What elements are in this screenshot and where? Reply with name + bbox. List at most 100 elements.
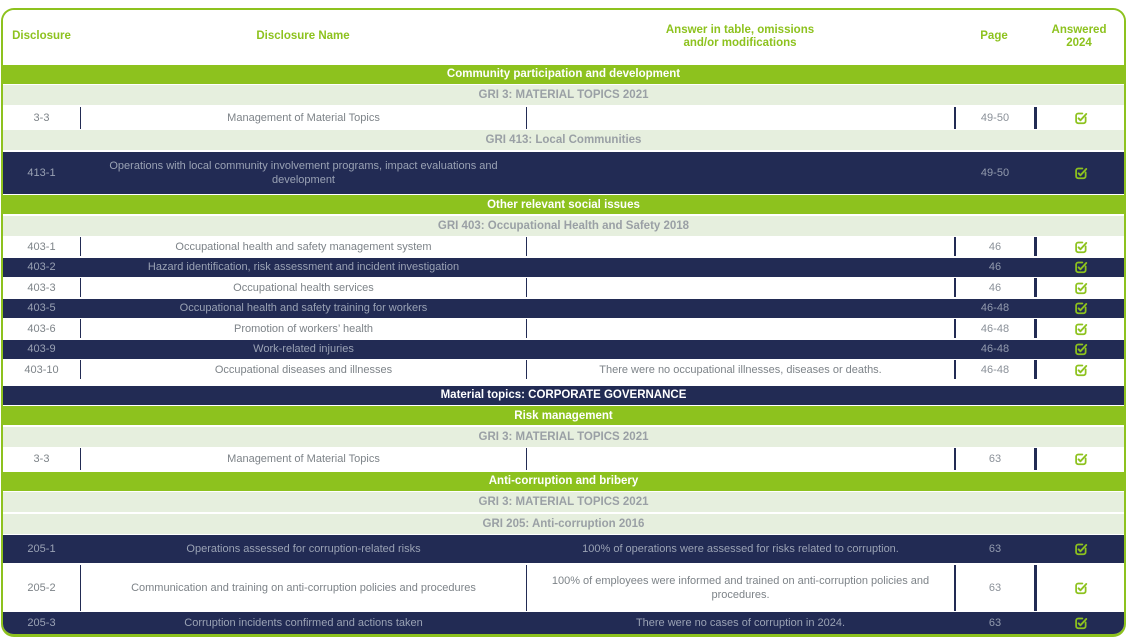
answer-cell — [526, 237, 954, 256]
column-header-answered-2024: Answered 2024 — [1051, 23, 1107, 49]
disclosure-name-cell: Occupational health and safety training … — [80, 298, 526, 318]
answer-cell: 100% of employees were informed and trai… — [526, 564, 954, 611]
checkbox-checked-icon — [1074, 543, 1087, 556]
disclosure-name-cell: Hazard identification, risk assessment a… — [80, 257, 526, 277]
disclosure-cell: 403-2 — [27, 261, 56, 273]
disclosure-cell: 403-6 — [27, 322, 56, 335]
table-row: 403-1 Occupational health and safety mana… — [3, 237, 1124, 256]
answered-cell — [1034, 151, 1124, 194]
answered-cell — [1034, 612, 1124, 634]
disclosure-cell: 205-3 — [27, 617, 56, 629]
section-band-light: GRI 403: Occupational Health and Safety … — [3, 215, 1124, 236]
gri-index-table: Disclosure Disclosure Name Answer in tab… — [1, 8, 1126, 637]
table-row: 413-1 Operations with local community inv… — [3, 151, 1124, 194]
checkbox-checked-icon — [1074, 364, 1087, 376]
answer-cell: 100% of operations were assessed for ris… — [526, 535, 954, 563]
column-header-page: Page — [980, 30, 1008, 42]
answered-cell — [1034, 257, 1124, 277]
disclosure-name-cell: Operations assessed for corruption-relat… — [80, 535, 526, 563]
page-cell: 63 — [954, 564, 1034, 611]
checkbox-checked-icon — [1074, 343, 1087, 356]
answer-cell: There were no occupational illnesses, di… — [526, 360, 954, 379]
disclosure-cell: 3-3 — [33, 453, 50, 465]
section-band-green: Risk management — [3, 406, 1124, 425]
table-row: 205-3 Corruption incidents confirmed and … — [3, 612, 1124, 634]
disclosure-cell: 403-9 — [27, 343, 56, 355]
answer-cell — [526, 278, 954, 297]
disclosure-name-cell: Work-related injuries — [80, 339, 526, 359]
answered-cell — [1034, 339, 1124, 359]
table-row: 403-3 Occupational health services 46 — [3, 278, 1124, 297]
page-cell: 49-50 — [954, 151, 1034, 194]
checkbox-checked-icon — [1074, 582, 1087, 594]
answer-cell — [526, 257, 954, 277]
checkbox-checked-icon — [1074, 302, 1087, 315]
answered-cell — [1034, 564, 1124, 611]
answered-cell — [1034, 237, 1124, 256]
page-cell: 49-50 — [954, 106, 1034, 129]
disclosure-name-cell: Management of Material Topics — [80, 106, 526, 129]
answered-cell — [1034, 106, 1124, 129]
disclosure-cell: 205-2 — [27, 581, 56, 594]
answer-cell — [526, 298, 954, 318]
table-row: 3-3 Management of Material Topics 49-50 — [3, 106, 1124, 129]
answered-cell — [1034, 319, 1124, 338]
section-band-green: Other relevant social issues — [3, 195, 1124, 214]
column-header-disclosure: Disclosure — [12, 30, 71, 42]
column-header-disclosure-name: Disclosure Name — [256, 30, 350, 42]
section-band-light: GRI 205: Anti-corruption 2016 — [3, 513, 1124, 534]
column-header-answer: Answer in table, omissions and/or modifi… — [665, 23, 815, 49]
section-band-light: GRI 3: MATERIAL TOPICS 2021 — [3, 426, 1124, 447]
table-row: 403-10 Occupational diseases and illnesse… — [3, 360, 1124, 379]
disclosure-name-cell: Occupational diseases and illnesses — [80, 360, 526, 379]
disclosure-name-cell: Operations with local community involvem… — [80, 151, 526, 194]
page-cell: 46-48 — [954, 319, 1034, 338]
disclosure-name-cell: Promotion of workers’ health — [80, 319, 526, 338]
disclosure-name-cell: Occupational health and safety managemen… — [80, 237, 526, 256]
section-band-navy: Material topics: CORPORATE GOVERNANCE — [3, 385, 1124, 405]
disclosure-cell: 403-3 — [27, 281, 56, 294]
answer-cell — [526, 319, 954, 338]
answer-cell — [526, 448, 954, 470]
answer-cell: There were no cases of corruption in 202… — [526, 612, 954, 634]
answered-cell — [1034, 360, 1124, 379]
checkbox-checked-icon — [1074, 167, 1087, 179]
checkbox-checked-icon — [1074, 323, 1087, 335]
table-header-row: Disclosure Disclosure Name Answer in tab… — [3, 10, 1124, 63]
disclosure-cell: 205-1 — [27, 543, 56, 555]
page-cell: 46 — [954, 278, 1034, 297]
page-cell: 46-48 — [954, 360, 1034, 379]
table-row: 403-6 Promotion of workers’ health 46-48 — [3, 319, 1124, 338]
section-band-green: Anti-corruption and bribery — [3, 471, 1124, 491]
page-cell: 63 — [954, 535, 1034, 563]
section-band-green: Community participation and development — [3, 64, 1124, 84]
section-band-light: GRI 413: Local Communities — [3, 130, 1124, 150]
section-band-light: GRI 3: MATERIAL TOPICS 2021 — [3, 85, 1124, 105]
answer-cell — [526, 106, 954, 129]
checkbox-checked-icon — [1074, 261, 1087, 274]
answered-cell — [1034, 278, 1124, 297]
table-row: 3-3 Management of Material Topics 63 — [3, 448, 1124, 470]
table-row: 403-5 Occupational health and safety trai… — [3, 298, 1124, 318]
page-cell: 63 — [954, 448, 1034, 470]
disclosure-cell: 403-1 — [27, 240, 56, 253]
page-cell: 46 — [954, 257, 1034, 277]
checkbox-checked-icon — [1074, 453, 1087, 466]
disclosure-cell: 403-5 — [27, 302, 56, 314]
answered-cell — [1034, 448, 1124, 470]
disclosure-name-cell: Occupational health services — [80, 278, 526, 297]
checkbox-checked-icon — [1074, 241, 1087, 253]
answer-cell — [526, 151, 954, 194]
disclosure-cell: 3-3 — [33, 111, 50, 124]
checkbox-checked-icon — [1074, 282, 1087, 294]
disclosure-cell: 413-1 — [27, 166, 56, 179]
page-cell: 46-48 — [954, 339, 1034, 359]
disclosure-name-cell: Corruption incidents confirmed and actio… — [80, 612, 526, 634]
section-band-light: GRI 3: MATERIAL TOPICS 2021 — [3, 492, 1124, 512]
disclosure-cell: 403-10 — [24, 363, 59, 376]
page-cell: 46-48 — [954, 298, 1034, 318]
table-row: 403-9 Work-related injuries 46-48 — [3, 339, 1124, 359]
disclosure-name-cell: Management of Material Topics — [80, 448, 526, 470]
answered-cell — [1034, 298, 1124, 318]
